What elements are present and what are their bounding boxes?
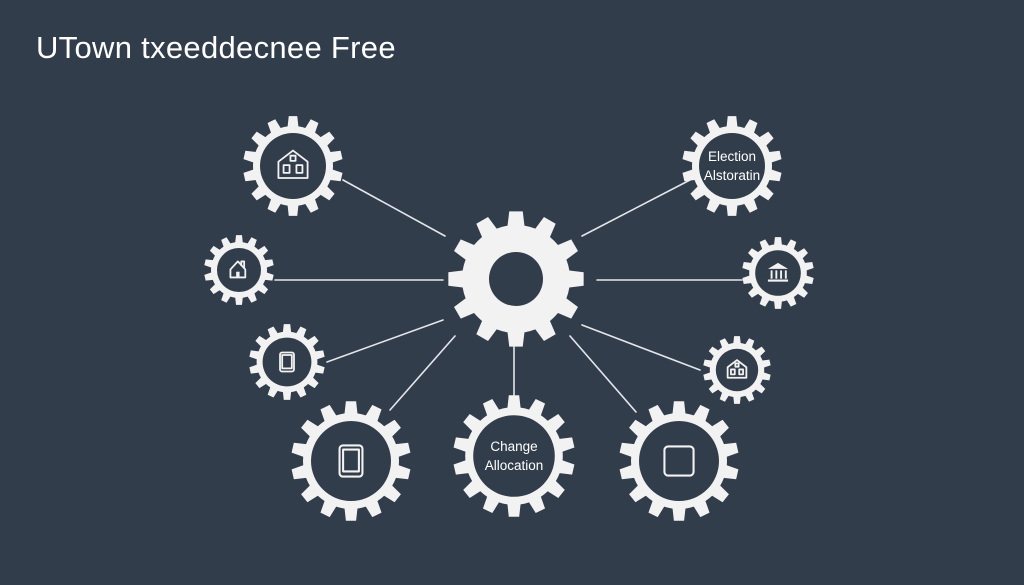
gear-node-square bbox=[619, 401, 739, 521]
diagram-title: UTown txeeddecnee Free bbox=[36, 30, 396, 65]
house-icon bbox=[726, 359, 748, 379]
gear-label: Change bbox=[490, 439, 537, 454]
gear-label: Allocation bbox=[485, 458, 544, 473]
connector-line-square bbox=[569, 335, 637, 413]
home-icon bbox=[229, 260, 247, 279]
gear-node-tablet-small bbox=[249, 324, 325, 400]
gear-node-bank bbox=[742, 237, 814, 309]
tablet-icon bbox=[338, 444, 364, 478]
connector-line-tablet-small bbox=[326, 319, 444, 363]
gear-node-house bbox=[243, 116, 343, 216]
gear-node-home-small bbox=[204, 235, 274, 305]
connector-line-house-small-right bbox=[581, 324, 701, 371]
square-icon bbox=[663, 445, 695, 477]
gear-node-house-small-right bbox=[703, 336, 771, 404]
gear-node-tablet-large bbox=[291, 401, 411, 521]
house-icon bbox=[277, 149, 309, 179]
connector-line-election bbox=[581, 179, 691, 237]
connector-lines bbox=[274, 179, 743, 413]
connector-line-tablet-large bbox=[389, 335, 456, 411]
bank-icon bbox=[767, 262, 789, 282]
gear-hub-icon bbox=[489, 252, 543, 306]
gear-label: Election bbox=[708, 149, 756, 164]
center-gear bbox=[448, 211, 584, 347]
tablet-icon bbox=[279, 351, 295, 373]
gear-label: Alstoratin bbox=[704, 168, 760, 183]
connector-line-house bbox=[342, 179, 446, 237]
